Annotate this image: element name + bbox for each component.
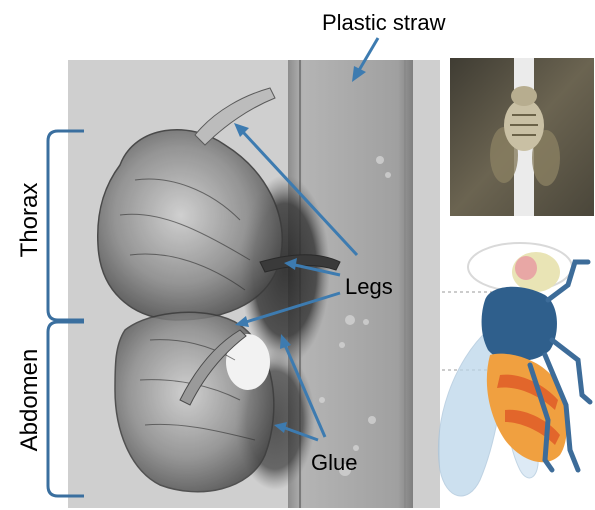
label-glue: Glue bbox=[311, 450, 357, 475]
label-thorax: Thorax bbox=[16, 183, 43, 258]
photo-fly-head bbox=[511, 86, 537, 106]
label-legs: Legs bbox=[345, 274, 393, 299]
fly-illustration bbox=[438, 243, 590, 496]
fly-thorax bbox=[482, 287, 557, 361]
label-plastic-straw: Plastic straw bbox=[322, 10, 446, 35]
fly-photo bbox=[450, 58, 594, 216]
fly-eye bbox=[515, 256, 537, 280]
label-abdomen: Abdomen bbox=[16, 349, 43, 452]
